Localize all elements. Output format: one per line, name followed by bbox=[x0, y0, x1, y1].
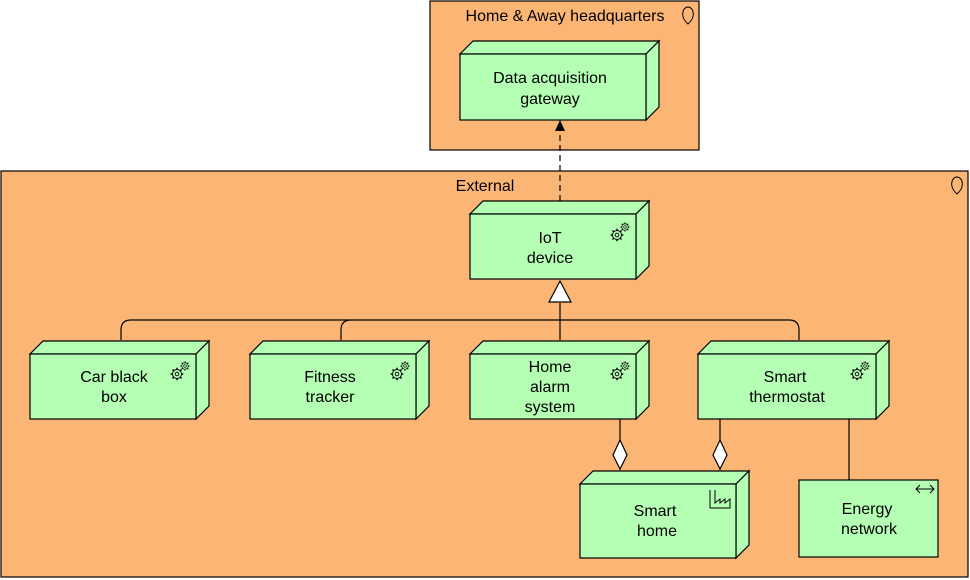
node-label-line1: Home bbox=[529, 359, 572, 376]
location-pin-icon bbox=[951, 176, 963, 195]
node-label-line2: box bbox=[101, 389, 127, 406]
node-iot-device[interactable]: IoT device bbox=[468, 199, 651, 281]
network-arrows-icon bbox=[915, 484, 935, 494]
node-fitness-tracker[interactable]: Fitness tracker bbox=[248, 339, 431, 421]
node-label-line1: Car black bbox=[80, 369, 149, 386]
node-label-line2: network bbox=[841, 521, 898, 538]
factory-icon bbox=[709, 490, 731, 509]
node-label-line1: Energy bbox=[842, 501, 893, 518]
node-label-line1: Smart bbox=[634, 503, 677, 520]
location-pin-icon bbox=[682, 6, 694, 25]
aggregation-diamond-thermostat bbox=[712, 438, 728, 471]
node-energy-network[interactable]: Energy network bbox=[798, 479, 939, 558]
node-label-line2: home bbox=[637, 523, 677, 540]
specialization-bus-line[interactable] bbox=[120, 319, 800, 340]
node-label-line1: IoT bbox=[538, 230, 561, 247]
node-label-line1: Fitness bbox=[304, 369, 356, 386]
node-car-black-box[interactable]: Car black box bbox=[28, 339, 211, 421]
node-label-line1: Data acquisition bbox=[493, 70, 607, 87]
aggregation-diamond-alarm bbox=[612, 438, 628, 471]
node-label-line3: system bbox=[525, 399, 576, 416]
node-data-acquisition-gateway[interactable]: Data acquisition gateway bbox=[458, 39, 661, 122]
specialization-branch-fitness bbox=[340, 319, 352, 340]
node-smart-home[interactable]: Smart home bbox=[578, 469, 751, 560]
connectors bbox=[120, 120, 850, 480]
serving-arrowhead bbox=[555, 120, 565, 131]
location-hq-label: Home & Away headquarters bbox=[466, 8, 665, 25]
node-label-line2: gateway bbox=[520, 91, 580, 108]
node-label-line1: Smart bbox=[764, 369, 807, 386]
node-label-line2: alarm bbox=[530, 379, 570, 396]
node-smart-thermostat[interactable]: Smart thermostat bbox=[696, 339, 891, 421]
location-external-label: External bbox=[456, 178, 515, 195]
node-label-line2: device bbox=[527, 250, 573, 267]
node-label-line2: tracker bbox=[306, 389, 356, 406]
specialization-arrowhead bbox=[548, 279, 572, 303]
node-label-line2: thermostat bbox=[749, 389, 825, 406]
node-home-alarm-system[interactable]: Home alarm system bbox=[468, 339, 651, 421]
